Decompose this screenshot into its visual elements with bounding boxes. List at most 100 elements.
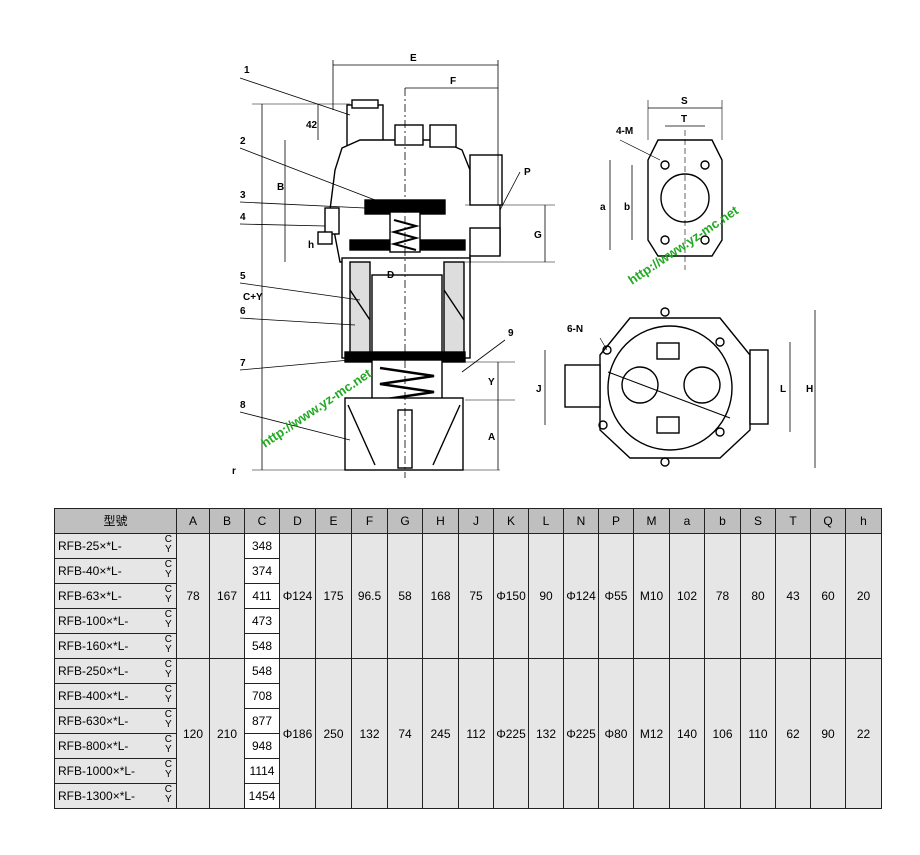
cy-option-y: Y bbox=[165, 619, 172, 630]
model-name: RFB-800×*L- bbox=[58, 739, 129, 753]
drawing-label: 5 bbox=[240, 271, 246, 282]
model-name: RFB-1300×*L- bbox=[58, 789, 136, 803]
value-cell: 90 bbox=[528, 533, 564, 659]
column-header: D bbox=[279, 508, 316, 534]
value-cell: 96.5 bbox=[351, 533, 388, 659]
c-value-cell: 948 bbox=[244, 733, 280, 759]
dim-label: G bbox=[534, 230, 542, 241]
value-cell: 210 bbox=[209, 658, 245, 809]
value-cell: M10 bbox=[633, 533, 670, 659]
column-header: C bbox=[244, 508, 280, 534]
c-value-cell: 473 bbox=[244, 608, 280, 634]
value-cell: 112 bbox=[458, 658, 494, 809]
cy-option-c: C bbox=[164, 534, 172, 545]
value-cell: 102 bbox=[669, 533, 705, 659]
value-cell: Φ80 bbox=[598, 658, 634, 809]
model-name: RFB-160×*L- bbox=[58, 639, 129, 653]
c-value-cell: 1114 bbox=[244, 758, 280, 784]
value-cell: 132 bbox=[528, 658, 564, 809]
value-cell: 20 bbox=[845, 533, 882, 659]
drawing-label: 2 bbox=[240, 136, 246, 147]
value-cell: 74 bbox=[387, 658, 423, 809]
value-cell: Φ225 bbox=[493, 658, 529, 809]
column-header: M bbox=[633, 508, 670, 534]
cy-option-c: C bbox=[164, 584, 172, 595]
value-cell: 43 bbox=[775, 533, 811, 659]
model-name: RFB-250×*L- bbox=[58, 664, 129, 678]
cy-option-y: Y bbox=[165, 594, 172, 605]
column-header: S bbox=[740, 508, 776, 534]
technical-drawing: 1 2 3 4 5 6 7 8 9 E F 42 B C+Y G h P D Y… bbox=[232, 53, 816, 478]
column-header: A bbox=[176, 508, 210, 534]
cy-option-c: C bbox=[164, 759, 172, 770]
drawing-label: 7 bbox=[240, 358, 246, 369]
value-cell: 167 bbox=[209, 533, 245, 659]
column-header: F bbox=[351, 508, 388, 534]
column-header: H bbox=[422, 508, 459, 534]
dim-label: S bbox=[681, 96, 688, 107]
model-name: RFB-1000×*L- bbox=[58, 764, 136, 778]
model-name: RFB-100×*L- bbox=[58, 614, 129, 628]
value-cell: Φ225 bbox=[563, 658, 599, 809]
c-value-cell: 708 bbox=[244, 683, 280, 709]
column-header: h bbox=[845, 508, 882, 534]
dim-label: D bbox=[387, 270, 394, 281]
dim-label: T bbox=[681, 114, 687, 125]
column-header: b bbox=[704, 508, 741, 534]
model-name: RFB-25×*L- bbox=[58, 539, 122, 553]
cy-option-y: Y bbox=[165, 744, 172, 755]
value-cell: 250 bbox=[315, 658, 352, 809]
drawing-label: 8 bbox=[240, 400, 246, 411]
column-header: G bbox=[387, 508, 423, 534]
value-cell: 120 bbox=[176, 658, 210, 809]
value-cell: Φ124 bbox=[563, 533, 599, 659]
dim-label: 4-M bbox=[616, 126, 633, 137]
value-cell: 60 bbox=[810, 533, 846, 659]
value-cell: 110 bbox=[740, 658, 776, 809]
column-header: a bbox=[669, 508, 705, 534]
value-cell: 245 bbox=[422, 658, 459, 809]
value-cell: M12 bbox=[633, 658, 670, 809]
column-header: J bbox=[458, 508, 494, 534]
cy-option-y: Y bbox=[165, 769, 172, 780]
dim-label: r bbox=[232, 466, 236, 477]
drawing-label: 6 bbox=[240, 306, 246, 317]
cy-option-c: C bbox=[164, 784, 172, 795]
dim-label: H bbox=[806, 384, 813, 395]
value-cell: 62 bbox=[775, 658, 811, 809]
dim-label: A bbox=[488, 432, 495, 443]
dim-label: E bbox=[410, 53, 417, 64]
cy-option-y: Y bbox=[165, 794, 172, 805]
value-cell: 75 bbox=[458, 533, 494, 659]
c-value-cell: 374 bbox=[244, 558, 280, 584]
c-value-cell: 411 bbox=[244, 583, 280, 609]
value-cell: Φ124 bbox=[279, 533, 316, 659]
dim-label: 42 bbox=[306, 120, 318, 131]
dim-label: a bbox=[600, 202, 606, 213]
value-cell: Φ55 bbox=[598, 533, 634, 659]
cy-option-c: C bbox=[164, 609, 172, 620]
cy-option-y: Y bbox=[165, 544, 172, 555]
